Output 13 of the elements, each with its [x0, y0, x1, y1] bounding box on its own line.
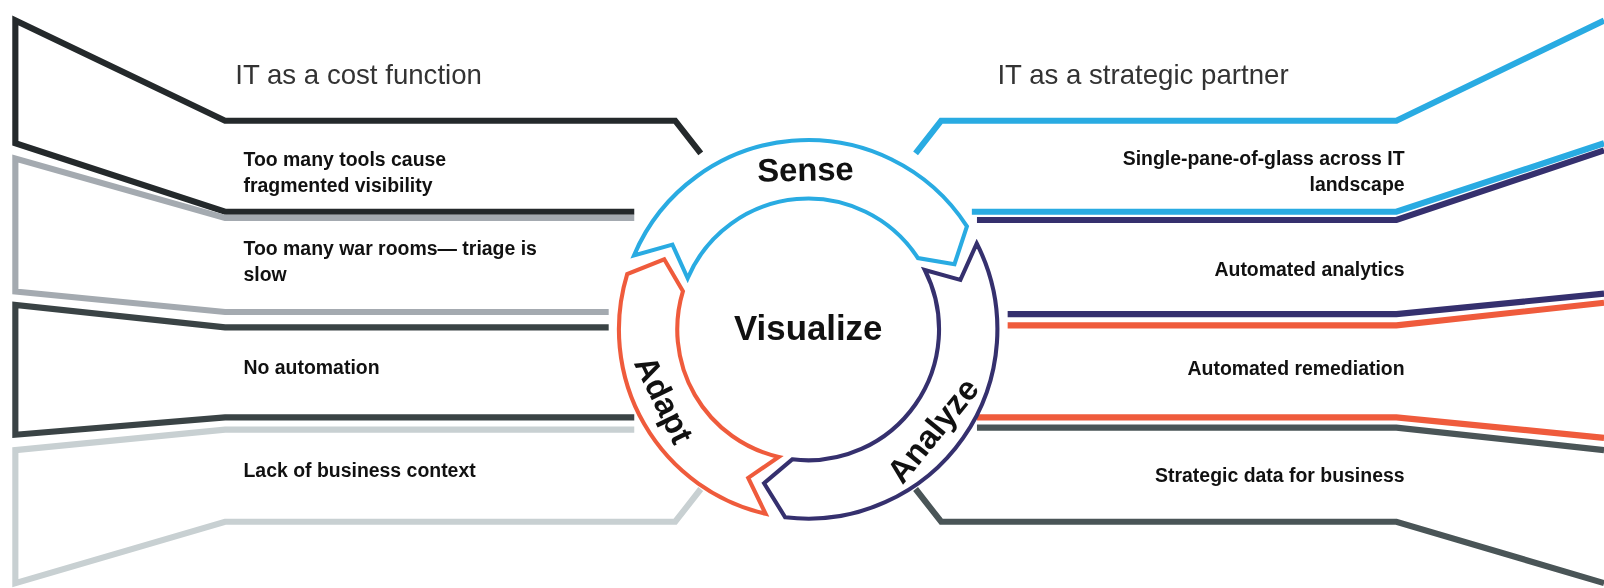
column-heading: IT as a strategic partner [997, 59, 1289, 92]
item-text: Automated analytics [1097, 256, 1405, 284]
item-text: No automation [243, 355, 551, 382]
center-label: Visualize [716, 306, 901, 348]
cycle-arrow-segment [631, 138, 969, 281]
item-text: Too many tools cause fragmented visibility [243, 146, 551, 200]
item-text: Lack of business context [243, 457, 551, 484]
column-heading: IT as a cost function [235, 59, 482, 92]
item-text: Automated remediation [1097, 356, 1405, 383]
item-text: Single-pane-of-glass across IT landscape [1097, 145, 1405, 199]
item-text: Too many war rooms— triage is slow [243, 235, 551, 289]
stage-label: Sense [756, 150, 854, 189]
item-text: Strategic data for business [1097, 462, 1405, 489]
